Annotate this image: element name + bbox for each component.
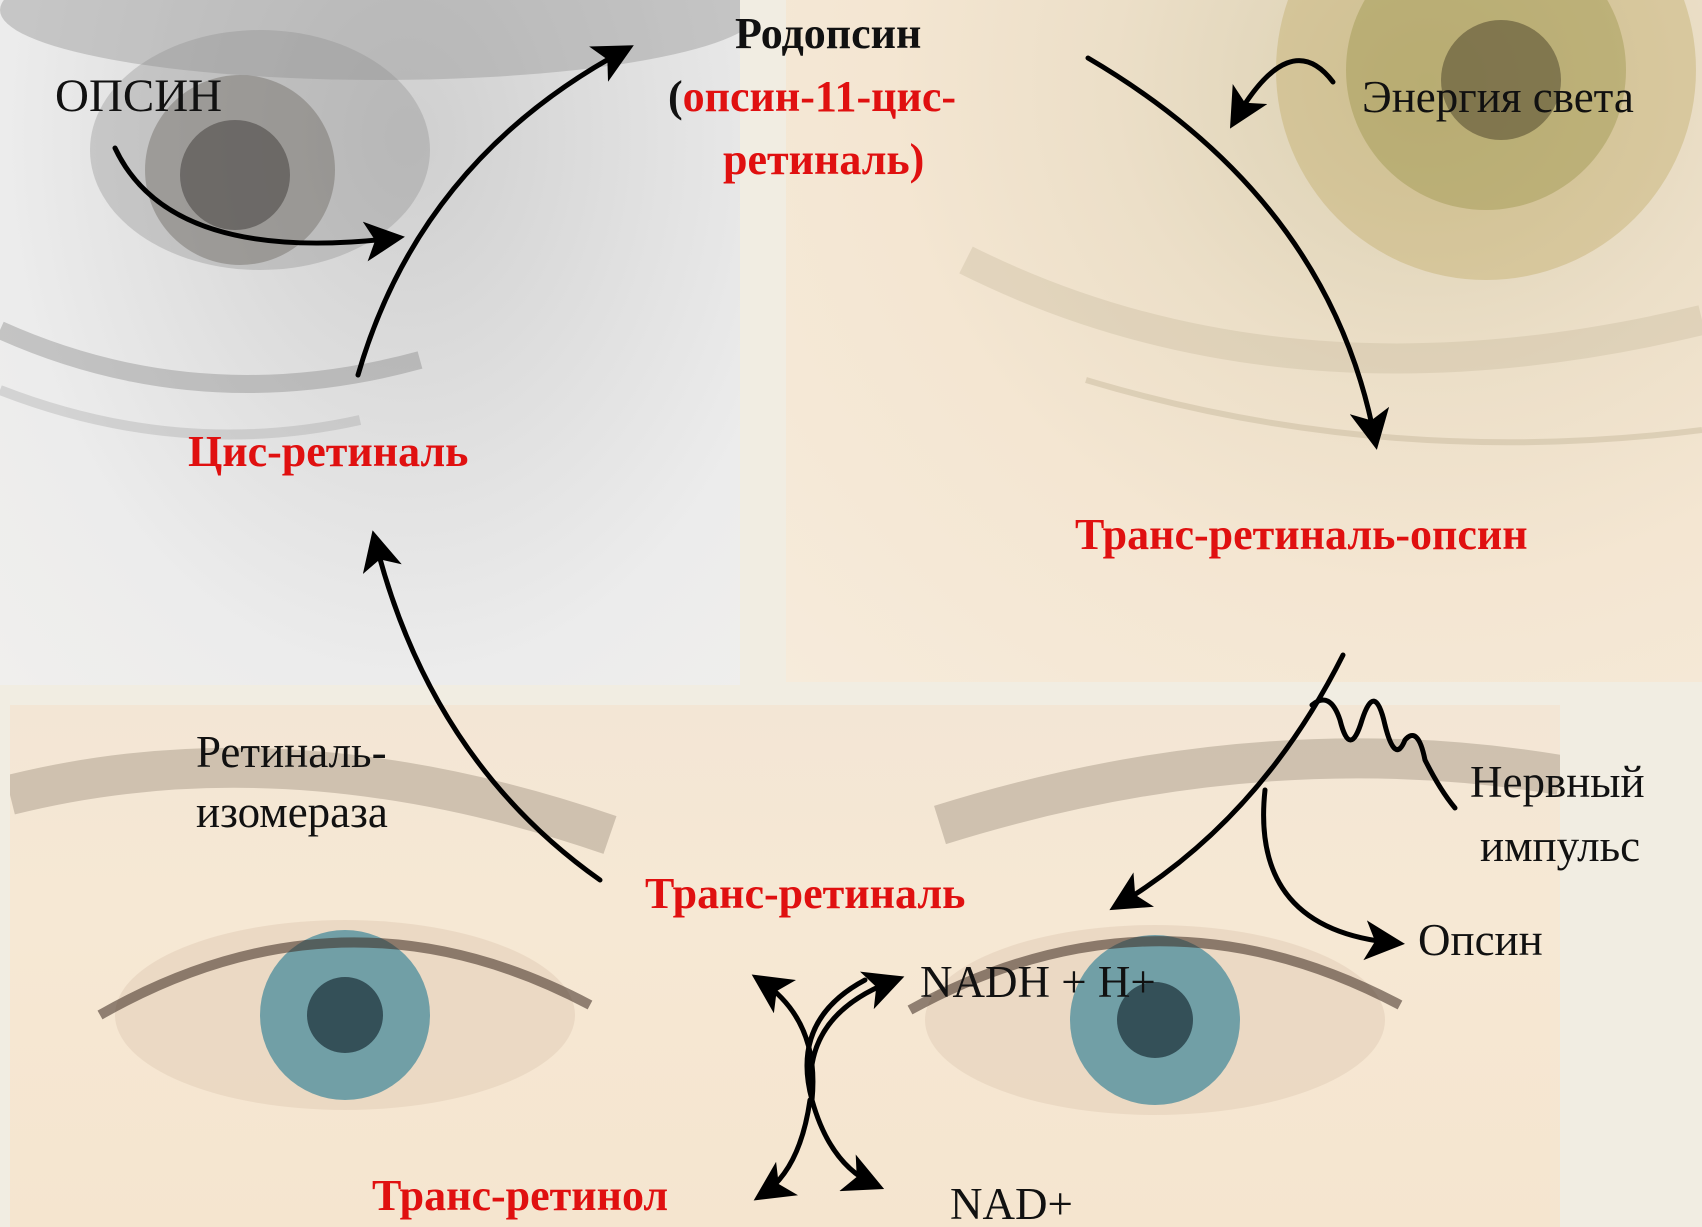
rhodopsin-paren-close: ) xyxy=(910,135,925,184)
arrow-trans-opsin-to-trans-retinal xyxy=(1118,655,1343,905)
rhodopsin-detail-text2: ретиналь xyxy=(723,135,910,184)
arrow-opsin-release xyxy=(1264,790,1395,943)
arrow-to-trans-retinal-top xyxy=(760,980,813,1100)
nerve-impulse-wave xyxy=(1312,700,1455,808)
trans-retinal-label: Транс-ретиналь xyxy=(645,872,965,916)
arrow-light-energy xyxy=(1235,61,1333,120)
arrow-rhodopsin-to-trans-opsin xyxy=(1088,58,1375,440)
retinal-isomerase-line2: изомераза xyxy=(196,790,388,835)
rhodopsin-title: Родопсин xyxy=(735,12,921,56)
opsin-label: Опсин xyxy=(1418,918,1543,963)
arrow-trans-retinal-to-cis xyxy=(375,540,600,880)
light-energy-label: Энергия света xyxy=(1362,75,1634,120)
trans-retinol-label: Транс-ретинол xyxy=(372,1174,668,1218)
nerve-impulse-line2: импульс xyxy=(1480,824,1640,869)
rhodopsin-paren-open: ( xyxy=(668,72,683,121)
trans-retinal-opsin-label: Транс-ретиналь-опсин xyxy=(1075,513,1528,557)
arrow-cis-to-rhodopsin xyxy=(358,50,625,375)
cis-retinal-label: Цис-ретиналь xyxy=(188,430,468,474)
rhodopsin-detail-line2: ретиналь) xyxy=(723,138,924,182)
arrow-to-nadh-top xyxy=(811,980,895,1100)
nadh-label: NADH + H+ xyxy=(920,960,1156,1005)
retinal-isomerase-line1: Ретиналь- xyxy=(196,730,387,775)
rhodopsin-detail-text1: опсин-11-цис- xyxy=(683,72,956,121)
arrow-opsin-joins xyxy=(115,148,395,243)
arrow-trans-retinol-out xyxy=(762,1100,810,1195)
rhodopsin-detail-line1: (опсин-11-цис- xyxy=(668,75,956,119)
nad-label: NAD+ xyxy=(950,1182,1073,1227)
opsin-caps-label: ОПСИН xyxy=(55,73,222,120)
nerve-impulse-line1: Нервный xyxy=(1470,760,1645,805)
